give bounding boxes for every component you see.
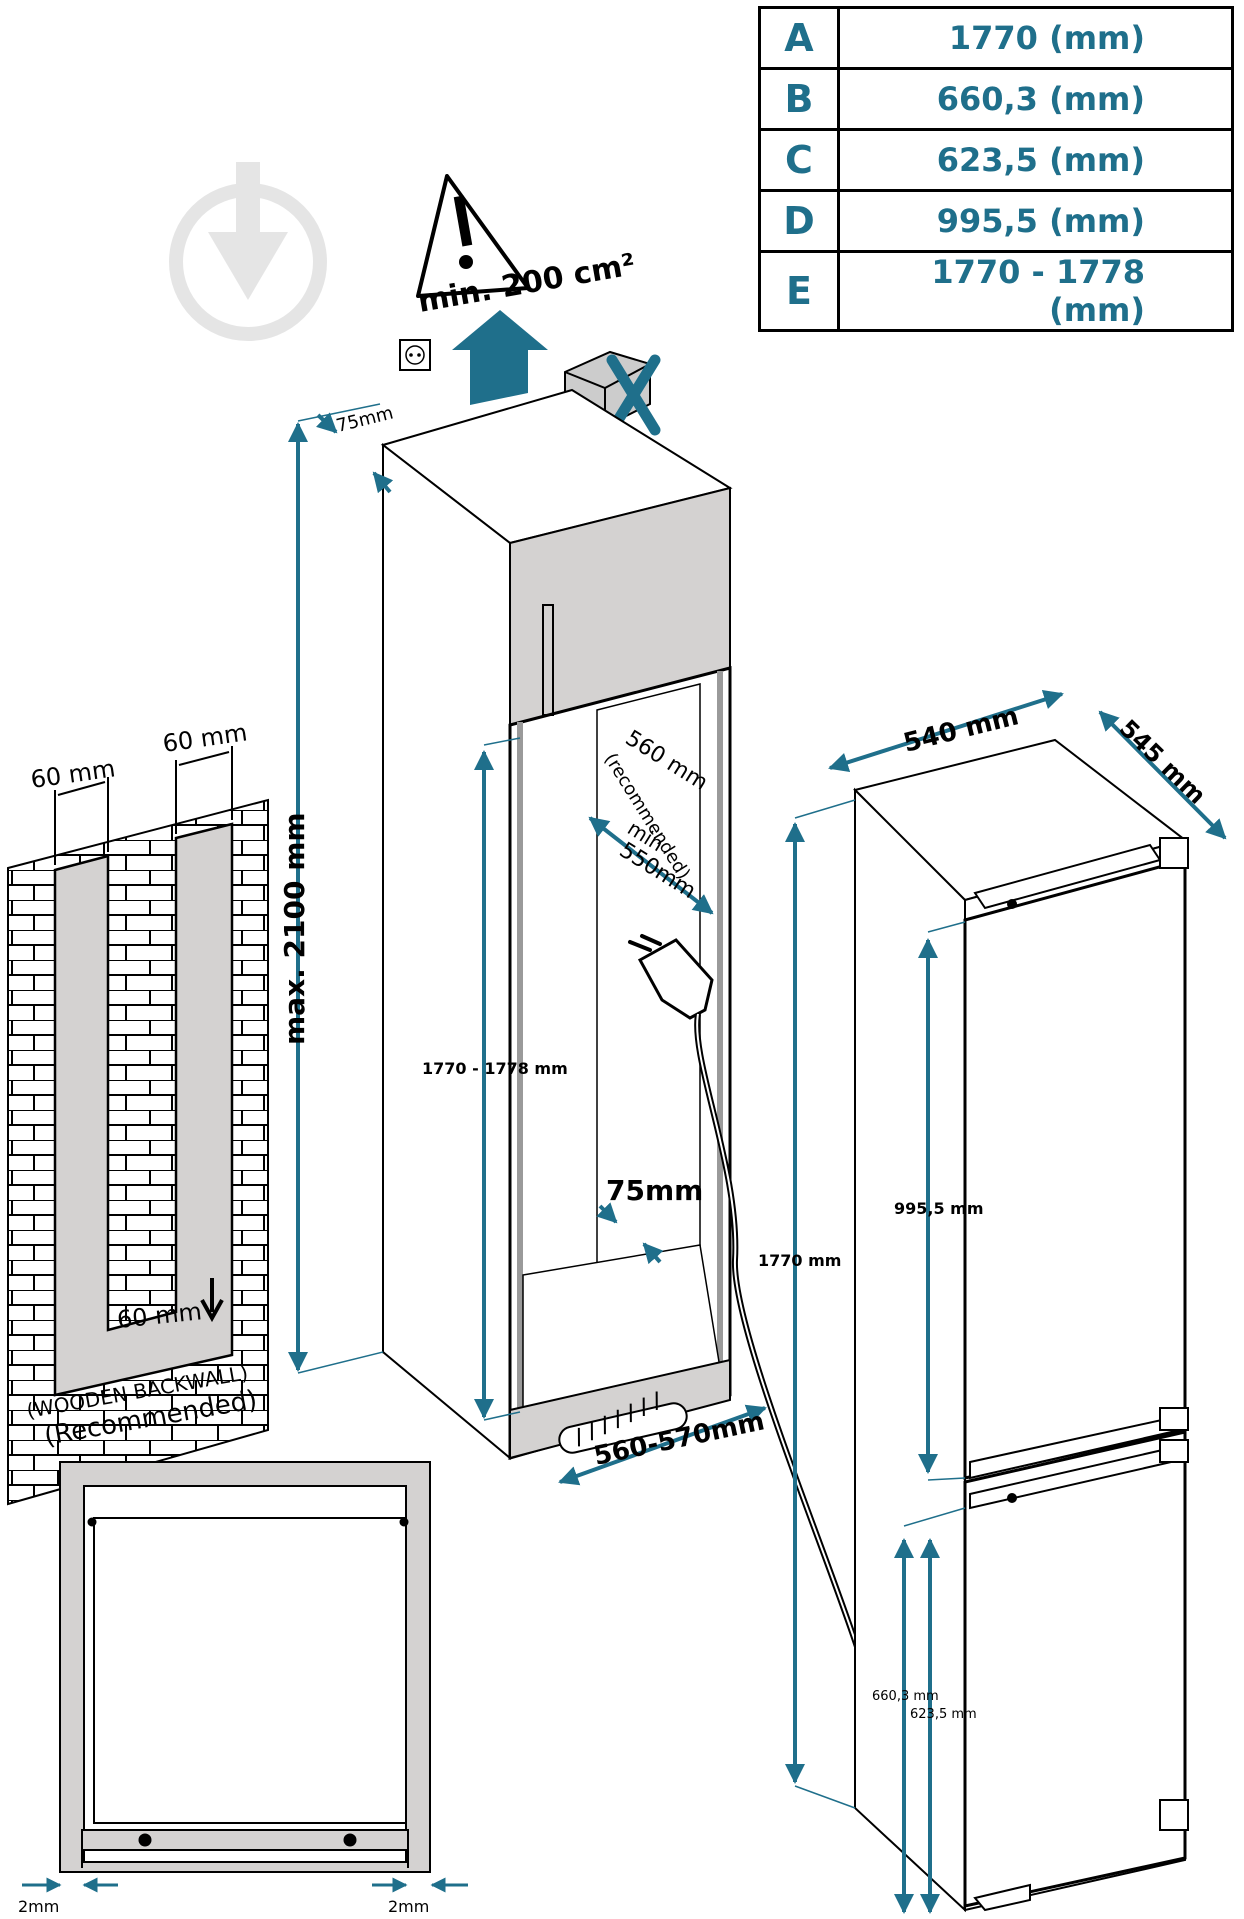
upper-door-label: 995,5 mm [894, 1199, 984, 1218]
fridge-depth-arrow [1098, 710, 1227, 840]
gap-bottom-label: 75mm [606, 1174, 703, 1207]
max-height-label: max. 2100 mm [278, 812, 311, 1045]
airflow-arrow-icon [452, 310, 548, 405]
wooden-backwall [53, 822, 234, 1397]
gap-top-arrow [316, 412, 338, 434]
fridge-width-arrow [828, 689, 1064, 773]
dim-value: 1770 (mm) [837, 6, 1234, 70]
backwall-width-label: 60 mm [29, 754, 117, 794]
socket-icon [399, 339, 431, 371]
gap-right-label: 2mm [388, 1897, 429, 1916]
gap-bottom-arrow [596, 1202, 618, 1224]
gap-left-label: 2mm [18, 1897, 59, 1916]
dim-letter: B [758, 67, 840, 131]
handle [542, 604, 554, 716]
hinge-icon [973, 837, 1189, 1912]
dim-value: 660,3 (mm) [837, 67, 1234, 131]
niche-width-arrow [558, 1404, 767, 1486]
lower-door-label: 660,3 mm [872, 1689, 939, 1704]
dim-letter: D [758, 189, 840, 253]
dim-letter: E [758, 250, 840, 332]
cabinet-front-view [59, 1461, 431, 1873]
down-arrow-icon [200, 1278, 224, 1323]
lower-door-label-2: 623,5 mm [910, 1707, 977, 1722]
cabinet-left-wall [382, 442, 511, 1461]
niche-height-label: 1770 - 1778 mm [422, 1059, 568, 1078]
dim-letter: A [758, 6, 840, 70]
power-plug-icon [628, 934, 865, 1663]
watermark-icon [169, 162, 327, 341]
backwall-width-label: 60 mm [161, 718, 249, 758]
dim-value: 1770 - 1778 (mm) [837, 250, 1234, 332]
dim-value: 623,5 (mm) [837, 128, 1234, 192]
fridge-height-label: 1770 mm [758, 1251, 841, 1270]
warning-icon [416, 174, 530, 298]
depth-min-arrow [588, 816, 714, 915]
dim-letter: C [758, 128, 840, 192]
fridge-width-label: 540 mm [900, 701, 1021, 759]
dim-value: 995,5 (mm) [837, 189, 1234, 253]
